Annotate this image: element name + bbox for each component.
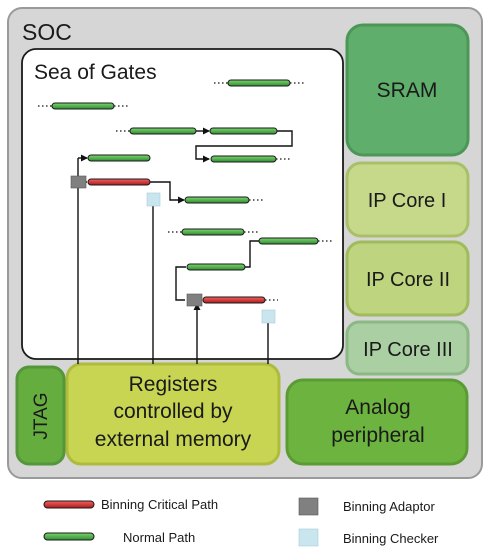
legend-checker-swatch [298, 528, 319, 547]
normal-path [129, 127, 197, 135]
legend-normal-label: Normal Path [123, 530, 195, 545]
legend-critical-swatch [43, 500, 95, 509]
legend: Binning Critical Path Normal Path Binnin… [43, 497, 439, 547]
normal-path [181, 228, 245, 236]
soc-label: SOC [22, 19, 72, 45]
analog-label-line-2: peripheral [331, 424, 424, 447]
normal-path [227, 79, 291, 87]
critical-path-1 [87, 178, 151, 186]
normal-path [186, 263, 246, 271]
ip-core-2-block [345, 240, 470, 317]
ip-core-3-block [345, 320, 470, 376]
jtag-label: JTAG [31, 392, 52, 439]
binning-adaptor-1 [70, 175, 87, 189]
normal-path [51, 102, 115, 110]
normal-path [210, 155, 277, 163]
registers-label-line-1: Registers [129, 373, 218, 396]
normal-paths [51, 79, 319, 271]
legend-adaptor-swatch [298, 497, 319, 516]
analog-label-line-1: Analog [345, 396, 410, 419]
normal-path [87, 154, 151, 162]
ip-core-3-label: IP Core III [363, 339, 453, 361]
legend-adaptor-label: Binning Adaptor [343, 499, 435, 514]
registers-label-line-3: external memory [95, 428, 252, 451]
critical-path-2 [202, 296, 266, 304]
sram-block [345, 23, 470, 157]
routing-wires [77, 127, 293, 364]
wire-path-2b-to-2c [195, 130, 293, 163]
registers-block [65, 362, 281, 466]
legend-normal-swatch [43, 532, 95, 541]
normal-path [184, 196, 250, 204]
binning-checker-2 [261, 309, 276, 324]
ip-core-1-block [345, 161, 470, 238]
ip-core-1-label: IP Core I [368, 190, 447, 212]
ip-core-2-label: IP Core II [366, 269, 450, 291]
sram-label: SRAM [377, 79, 438, 102]
normal-path [258, 237, 319, 245]
sea-of-gates-label: Sea of Gates [34, 61, 157, 84]
registers-label-line-2: controlled by [113, 400, 233, 423]
wire-path-6-to-5 [245, 240, 259, 268]
analog-block [285, 378, 469, 466]
binning-checker-1 [146, 192, 161, 207]
normal-path [209, 127, 278, 135]
jtag-block [15, 365, 66, 466]
binning-adaptor-2 [186, 293, 203, 307]
path-tails [38, 82, 332, 301]
legend-checker-label: Binning Checker [343, 531, 439, 546]
legend-critical-label: Binning Critical Path [101, 497, 218, 512]
wire-adaptor-2-to-path-6 [175, 266, 186, 301]
wire-critical-1-out [150, 181, 185, 204]
sea-of-gates-box [21, 48, 344, 360]
